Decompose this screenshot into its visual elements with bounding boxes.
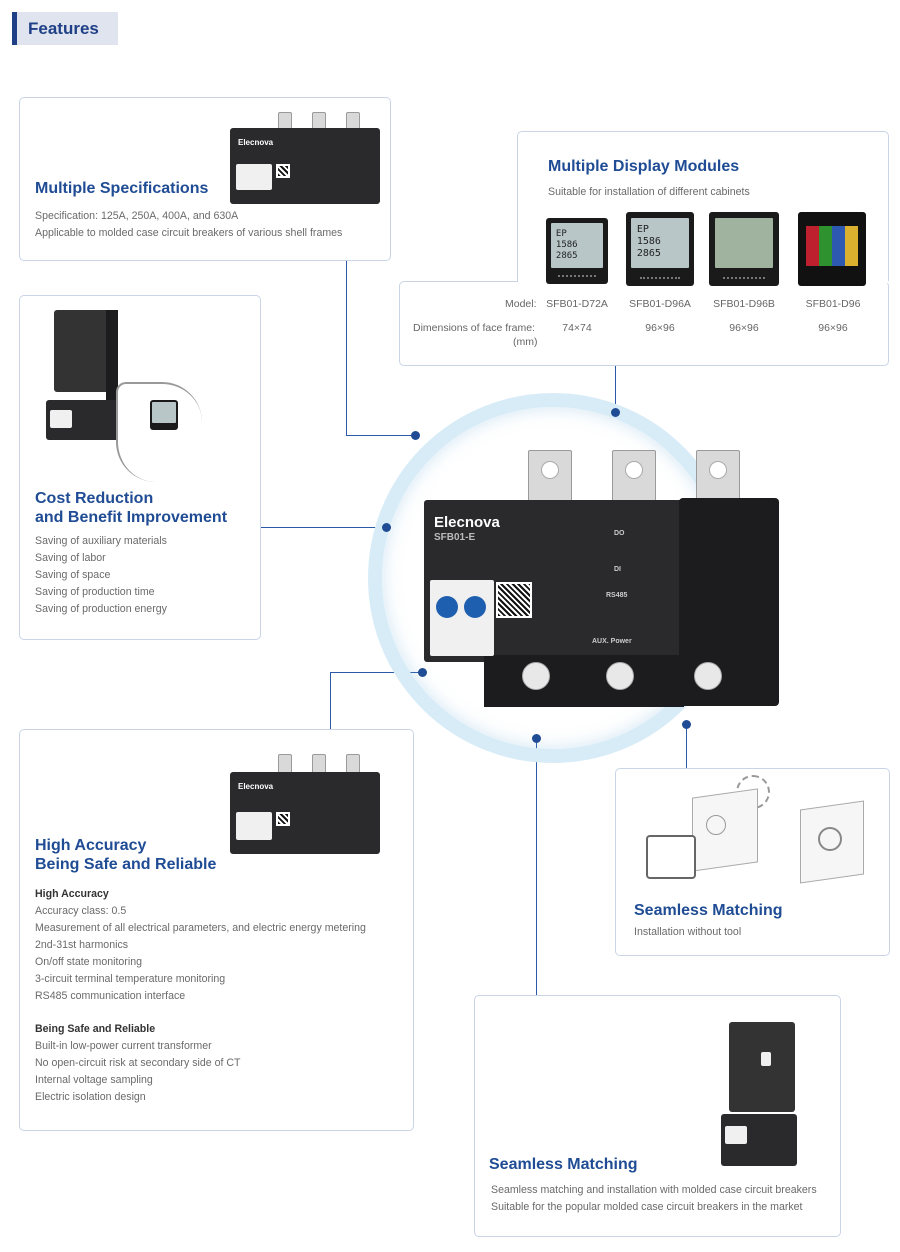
accuracy-line: On/off state monitoring bbox=[35, 956, 142, 968]
connector-line bbox=[346, 260, 347, 436]
seamless-card-text: Installation without tool bbox=[634, 926, 742, 938]
seamless-card-title: Seamless Matching bbox=[634, 902, 783, 919]
connector-line bbox=[260, 527, 386, 528]
display-module-d96b bbox=[709, 212, 779, 286]
module-dims: 96×96 bbox=[729, 322, 759, 334]
display-card-subtitle: Suitable for installation of different c… bbox=[548, 186, 750, 198]
module-dims: 96×96 bbox=[818, 322, 848, 334]
center-device-image: Elecnova SFB01-E DO DI RS485 AUX. Power bbox=[424, 450, 780, 708]
cost-card: Cost Reduction and Benefit Improvement S… bbox=[19, 295, 261, 640]
seamless-line: Seamless matching and installation with … bbox=[491, 1184, 817, 1196]
spec-line: Specification: 125A, 250A, 400A, and 630… bbox=[35, 210, 239, 222]
connector-line bbox=[615, 366, 616, 412]
cost-line: Saving of auxiliary materials bbox=[35, 535, 167, 547]
module-model: SFB01-D96B bbox=[713, 298, 775, 310]
breaker-image bbox=[721, 1022, 801, 1170]
accuracy-line: RS485 communication interface bbox=[35, 990, 186, 1002]
seamless-card-title: Seamless Matching bbox=[489, 1156, 638, 1173]
module-model: SFB01-D96A bbox=[629, 298, 691, 310]
accuracy-card-title: High Accuracy Being Safe and Reliable bbox=[35, 837, 217, 873]
module-dims: 96×96 bbox=[645, 322, 675, 334]
device-label-di: DI bbox=[614, 566, 621, 573]
breaker-assembly-image bbox=[46, 310, 202, 482]
seamless-line: Suitable for the popular molded case cir… bbox=[491, 1201, 803, 1213]
display-card-lower bbox=[399, 281, 889, 366]
module-dims: 74×74 bbox=[562, 322, 592, 334]
section-heading: High Accuracy bbox=[35, 888, 109, 900]
module-model: SFB01-D72A bbox=[546, 298, 608, 310]
accuracy-line: Measurement of all electrical parameters… bbox=[35, 922, 366, 934]
section-heading: Being Safe and Reliable bbox=[35, 1023, 156, 1035]
connector-line bbox=[330, 672, 331, 730]
safety-line: Built-in low-power current transformer bbox=[35, 1040, 212, 1052]
safety-line: Electric isolation design bbox=[35, 1091, 146, 1103]
accuracy-card: Elecnova High Accuracy Being Safe and Re… bbox=[19, 729, 414, 1131]
safety-line: No open-circuit risk at secondary side o… bbox=[35, 1057, 241, 1069]
connector-line bbox=[346, 435, 416, 436]
connector-line bbox=[536, 738, 537, 996]
cost-line: Saving of production energy bbox=[35, 603, 167, 615]
dimensions-label: Dimensions of face frame: bbox=[413, 322, 535, 334]
connector-dot bbox=[682, 720, 691, 729]
dimensions-unit-label: (mm) bbox=[513, 336, 538, 348]
connector-dot bbox=[532, 734, 541, 743]
device-label-do: DO bbox=[614, 530, 625, 537]
cost-line: Saving of labor bbox=[35, 552, 106, 564]
connector-dot bbox=[611, 408, 620, 417]
connector-line bbox=[686, 724, 687, 768]
display-module-d96 bbox=[798, 212, 866, 286]
connector-dot bbox=[411, 431, 420, 440]
model-label: Model: bbox=[505, 298, 537, 310]
accuracy-line: Accuracy class: 0.5 bbox=[35, 905, 127, 917]
device-brand: Elecnova bbox=[434, 514, 500, 531]
display-card-title: Multiple Display Modules bbox=[548, 158, 740, 175]
cost-line: Saving of space bbox=[35, 569, 111, 581]
safety-line: Internal voltage sampling bbox=[35, 1074, 153, 1086]
installation-diagram bbox=[636, 775, 876, 885]
connector-line bbox=[330, 672, 422, 673]
accuracy-line: 2nd-31st harmonics bbox=[35, 939, 129, 951]
accuracy-line: 3-circuit terminal temperature monitorin… bbox=[35, 973, 226, 985]
module-model: SFB01-D96 bbox=[805, 298, 861, 310]
seamless-card-breaker: Seamless Matching Seamless matching and … bbox=[474, 995, 841, 1237]
device-label-aux-power: AUX. Power bbox=[592, 638, 632, 645]
features-tag: Features bbox=[12, 12, 118, 45]
cost-line: Saving of production time bbox=[35, 586, 155, 598]
seamless-card-install: Seamless Matching Installation without t… bbox=[615, 768, 890, 956]
device-thumbnail: Elecnova bbox=[230, 112, 380, 212]
device-model: SFB01-E bbox=[434, 532, 476, 543]
spec-card: Elecnova Multiple Specifications Specifi… bbox=[19, 97, 391, 261]
connector-dot bbox=[382, 523, 391, 532]
device-thumbnail: Elecnova bbox=[230, 754, 380, 862]
spec-line: Applicable to molded case circuit breake… bbox=[35, 227, 343, 239]
connector-dot bbox=[418, 668, 427, 677]
spec-card-title: Multiple Specifications bbox=[35, 180, 209, 197]
cost-card-title: Cost Reduction and Benefit Improvement bbox=[35, 490, 228, 526]
device-label-rs485: RS485 bbox=[606, 592, 628, 599]
